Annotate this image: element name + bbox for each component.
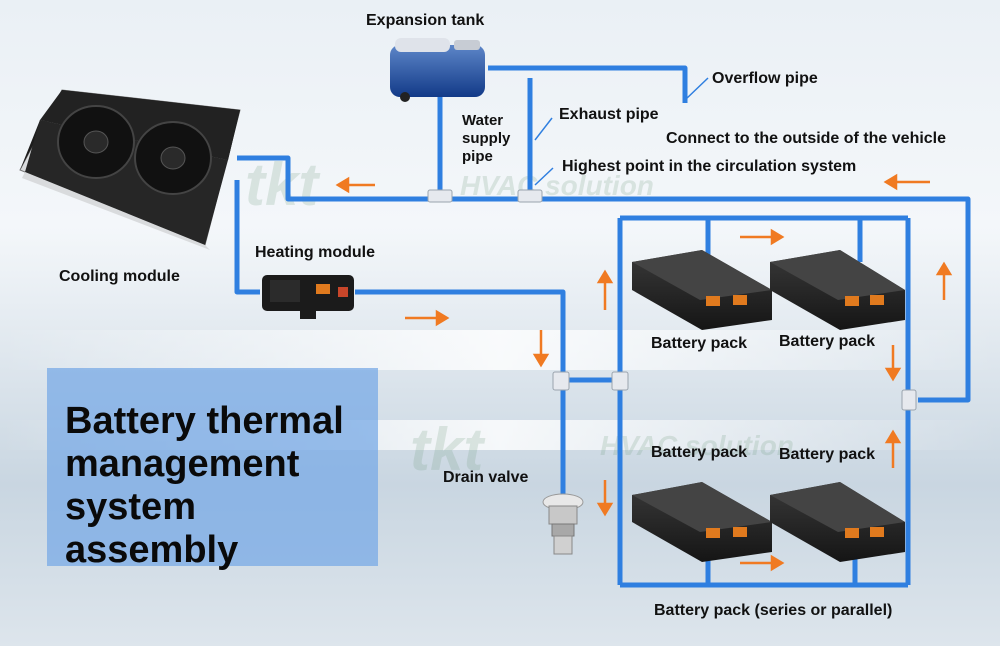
battery-pack-illustration xyxy=(770,250,905,330)
arrow-up xyxy=(596,269,614,310)
flow-arrows xyxy=(335,173,953,572)
label-highest-point: Highest point in the circulation system xyxy=(562,158,857,175)
tee-fitting xyxy=(901,389,917,411)
leader-lines xyxy=(534,77,709,186)
label-line: Water xyxy=(462,112,504,129)
label-line: pipe xyxy=(462,148,493,165)
label-battery-pack: Battery pack xyxy=(779,333,876,350)
watermark-tagline: HVAC solution xyxy=(600,430,794,461)
arrow-left xyxy=(883,173,930,191)
leader-line xyxy=(684,77,709,101)
arrow-right xyxy=(405,309,450,327)
label-heating-module: Heating module xyxy=(255,244,376,261)
tee-fitting xyxy=(611,371,629,391)
arrow-down xyxy=(532,330,550,368)
tee-fittings xyxy=(427,189,917,411)
arrow-left xyxy=(335,176,375,194)
label-connect-outside: Connect to the outside of the vehicle xyxy=(666,130,947,147)
label-battery-pack-series: Battery pack (series or parallel) xyxy=(654,602,893,619)
label-battery-pack: Battery pack xyxy=(651,335,748,352)
return-line-top xyxy=(237,155,971,403)
heating-module-illustration xyxy=(262,275,354,319)
background-streak xyxy=(0,330,1000,370)
title-line: management xyxy=(65,443,300,485)
watermark-tagline: HVAC solution xyxy=(460,170,654,201)
label-expansion-tank: Expansion tank xyxy=(366,12,485,29)
tee-fitting xyxy=(552,371,570,391)
arrow-up xyxy=(935,261,953,300)
battery-pack-illustration xyxy=(770,482,905,562)
series-link-bottom2 xyxy=(708,548,858,588)
series-link-top2 xyxy=(708,215,863,262)
tee-fitting xyxy=(517,189,543,203)
overflow-pipe xyxy=(488,65,688,103)
battery-pack-illustration xyxy=(632,482,772,562)
arrow-down xyxy=(884,345,902,382)
expansion-tank-illustration xyxy=(390,38,485,102)
arrow-down xyxy=(596,480,614,517)
title-line: system assembly xyxy=(65,486,239,571)
watermark-brand: tkt xyxy=(245,151,319,218)
cooling-module-illustration xyxy=(19,89,241,250)
title-box: Battery thermal management system assemb… xyxy=(47,368,378,571)
tee-fitting xyxy=(427,189,453,203)
watermark-brand: tkt xyxy=(410,416,484,483)
arrow-up xyxy=(884,429,902,468)
label-exhaust-pipe: Exhaust pipe xyxy=(559,106,659,123)
label-overflow-pipe: Overflow pipe xyxy=(712,70,818,87)
battery-pack-illustration xyxy=(632,250,772,330)
label-battery-pack: Battery pack xyxy=(779,446,876,463)
label-cooling-module: Cooling module xyxy=(59,268,180,285)
page-title: Battery thermal management system assemb… xyxy=(65,400,375,572)
label-battery-pack: Battery pack xyxy=(651,444,748,461)
cooler-to-heater-pipe xyxy=(234,180,260,295)
label-water-supply-pipe: Water supply pipe xyxy=(462,112,510,166)
leader-line xyxy=(534,117,553,141)
label-line: supply xyxy=(462,130,511,147)
drain-valve-illustration xyxy=(542,493,584,555)
arrow-right xyxy=(740,554,785,572)
arrow-right xyxy=(740,228,785,246)
leader-line xyxy=(534,167,554,186)
heater-to-drain-pipe xyxy=(355,289,566,382)
title-line: Battery thermal xyxy=(65,400,344,442)
label-drain-valve: Drain valve xyxy=(443,469,529,486)
